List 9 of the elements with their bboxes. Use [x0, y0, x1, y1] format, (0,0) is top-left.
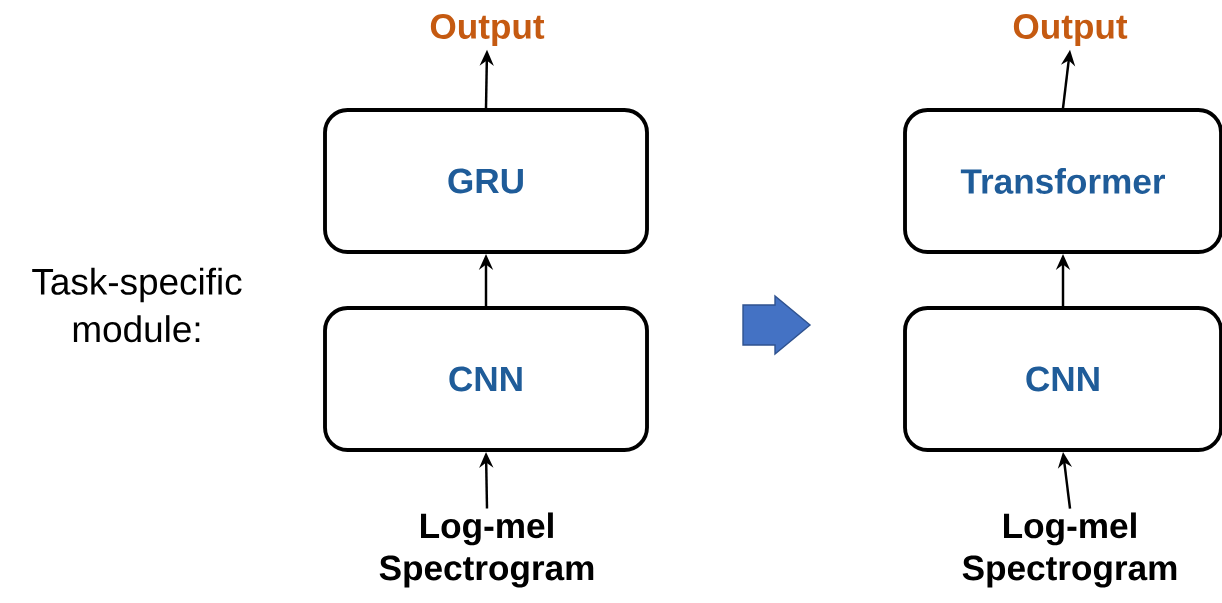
input-label: Log-mel Spectrogram: [962, 512, 1177, 588]
layer-box: CNN: [903, 306, 1222, 452]
input-label: Log-mel Spectrogram: [379, 512, 594, 588]
layer-box: Transformer: [903, 108, 1222, 254]
output-label: Output: [430, 14, 545, 46]
layer-box: CNN: [323, 306, 649, 452]
side-label: Task-specific module:: [32, 267, 242, 343]
output-label: Output: [1013, 14, 1128, 46]
layer-box: GRU: [323, 108, 649, 254]
